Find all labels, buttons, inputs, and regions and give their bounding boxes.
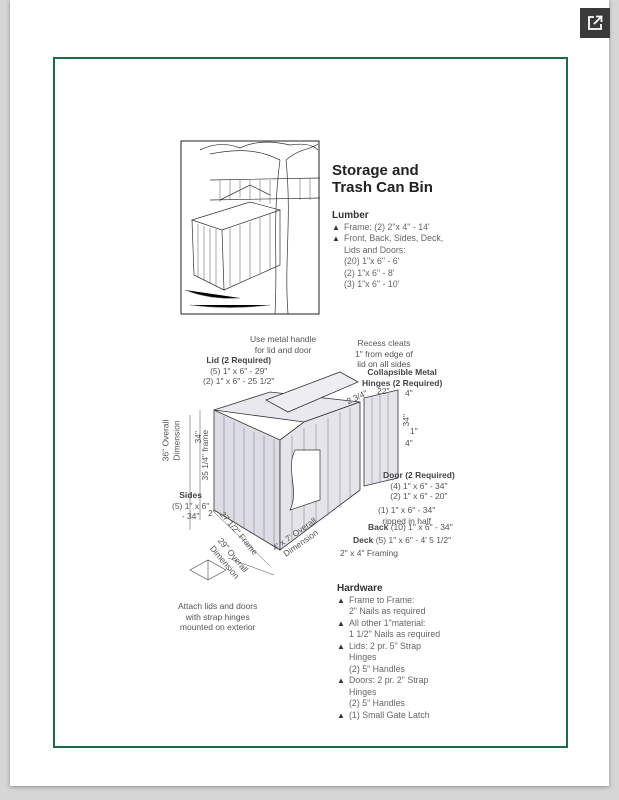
sides-label: Sides(5) 1" x 6"- 34" (172, 490, 210, 521)
list-item: (1) Small Gate Latch (337, 710, 440, 722)
list-item: Lids: 2 pr. 5" Strap (337, 641, 440, 653)
open-in-new-window-button[interactable] (580, 8, 610, 38)
deck-label: Deck (5) 1" x 6" - 4' 5 1/2" (353, 535, 452, 545)
list-item: 2" Nails as required (349, 606, 426, 616)
list-item: Frame: (2) 2"x 4" - 14' (332, 222, 443, 234)
external-link-icon (588, 15, 603, 30)
dim-label: 35 1/4" frame (200, 429, 211, 481)
list-item: Frame to Frame: (337, 595, 440, 607)
lid-label: Lid (2 Required)(5) 1" x 6" - 29"(2) 1" … (203, 355, 275, 386)
bin-construction-diagram (189, 371, 399, 580)
dim-label: 2" (208, 508, 216, 518)
list-item: (2) 5" Handles (349, 663, 405, 674)
lumber-list: Lumber Frame: (2) 2"x 4" - 14' Front, Ba… (332, 210, 443, 291)
dim-label: 4" (405, 438, 413, 448)
list-item: Doors: 2 pr. 2" Strap (337, 675, 440, 687)
framing-label: 2" x 4" Framing (340, 548, 398, 558)
dim-label: 4" (405, 388, 413, 398)
list-item: All other 1"material: (337, 618, 440, 630)
dim-label: 34" (400, 414, 411, 427)
ripped-label: (1) 1" x 6" - 34"ripped in half (378, 505, 436, 526)
list-item: Front, Back, Sides, Deck, (332, 233, 443, 245)
list-item: (20) 1"x 6" - 6' (344, 256, 400, 266)
list-item: Hinges (349, 652, 377, 662)
hardware-heading: Hardware (337, 583, 383, 594)
list-item: Lids and Doors: (344, 244, 406, 255)
lumber-heading: Lumber (332, 210, 369, 221)
bin-in-yard-illustration (180, 140, 320, 315)
door-label: Door (2 Required)(4) 1" x 6" - 34"(2) 1"… (383, 470, 455, 501)
list-item: (2) 1"x 6" - 8' (344, 267, 395, 278)
back-label: Back (10) 1" x 6" - 34" (368, 522, 453, 532)
dim-label: 1" (410, 426, 418, 436)
hardware-list: Hardware Frame to Frame:2" Nails as requ… (337, 583, 440, 721)
list-item: Hinges (349, 686, 377, 697)
list-item: (2) 5" Handles (349, 698, 405, 708)
green-page-border (53, 57, 568, 748)
list-item: 1 1/2" Nails as required (349, 629, 441, 639)
list-item: (3) 1"x 6" - 10' (344, 279, 400, 289)
dim-label: 22" (377, 386, 390, 396)
